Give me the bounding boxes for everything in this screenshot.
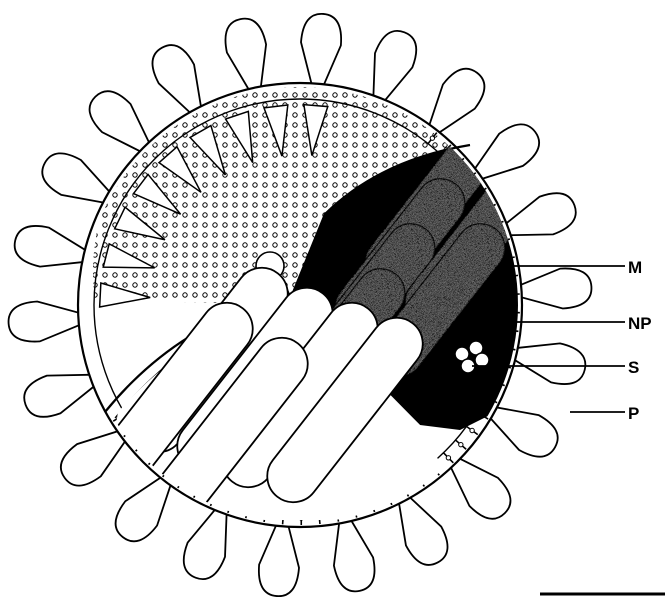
spike <box>301 14 341 88</box>
spike <box>61 430 127 486</box>
label-p: P <box>628 404 639 423</box>
spike <box>449 457 510 519</box>
spike <box>24 375 97 417</box>
spike <box>259 522 299 596</box>
label-np: NP <box>628 314 652 333</box>
spike <box>517 268 591 308</box>
spike <box>512 343 586 384</box>
spike <box>15 226 89 267</box>
spike <box>152 45 201 115</box>
spike <box>184 507 227 579</box>
spike <box>428 69 484 135</box>
spike <box>503 193 576 235</box>
spike <box>116 475 172 541</box>
spike <box>373 31 416 103</box>
spike <box>42 153 112 203</box>
spike <box>488 407 558 457</box>
label-m: M <box>628 258 642 277</box>
label-s: S <box>628 358 639 377</box>
spike <box>473 124 539 180</box>
spike <box>225 19 266 93</box>
spike <box>398 495 447 565</box>
spike <box>90 91 151 153</box>
spike <box>9 301 83 341</box>
spike <box>334 517 375 591</box>
